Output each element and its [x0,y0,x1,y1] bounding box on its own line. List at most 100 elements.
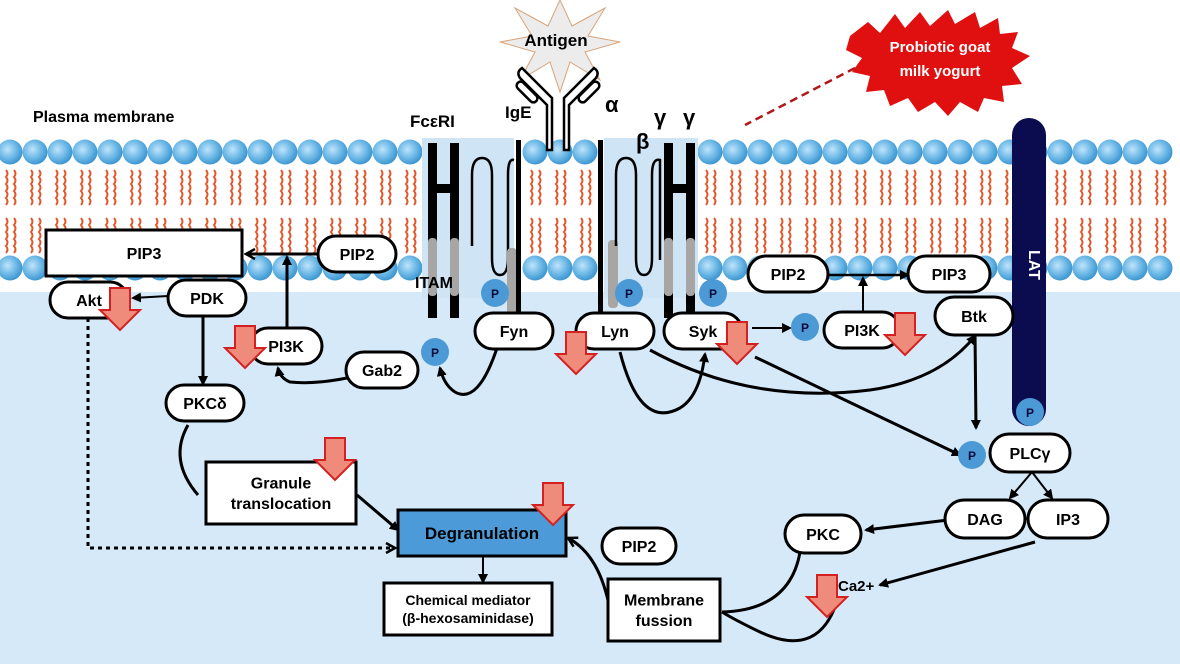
plasma-membrane-label: Plasma membrane [33,109,175,126]
lipid-tail [287,217,292,254]
lipid-tail [987,169,992,206]
lipid-head [247,255,273,281]
lipid-tail [12,169,17,206]
lipid-tail [1087,169,1092,206]
lipid-tail [562,217,567,254]
lipid-tail [1154,169,1159,206]
chemical-mediator-box-label: (β-hexosaminidase) [402,610,533,626]
lipid-head [372,139,398,165]
lipid-tail [862,217,867,254]
lipid-tail [1104,169,1109,206]
pip3-right-node-label: PIP3 [932,267,967,284]
antigen-burst [499,0,621,94]
fceri-alpha-region [422,138,514,298]
lipid-head [947,139,973,165]
lipid-tail [379,169,384,206]
lipid-head [0,255,23,281]
fyn-node-label: Fyn [500,324,528,341]
lipid-tail [987,217,992,254]
lipid-tail [962,217,967,254]
down-arrow-degranulation [530,482,576,527]
gamma-label-2: γ [683,105,696,130]
lipid-tail [912,217,917,254]
lipid-tail [1162,217,1167,254]
phospho-group: P [958,441,986,469]
lipid-tail [1112,169,1117,206]
lipid-head [747,139,773,165]
lipid-tail [404,217,409,254]
beta-chain-loops [614,156,662,277]
lat-label: LAT [1025,250,1042,280]
lipid-head [872,139,898,165]
lipid-tail [212,169,217,206]
pi3k-right-node: PI3K [822,310,902,350]
lipid-tail [229,169,234,206]
lipid-head [572,139,598,165]
lipid-tail [1104,217,1109,254]
pdk-node: PDK [166,278,248,318]
lipid-tail [904,169,909,206]
lipid-head [297,139,323,165]
itam-segment [664,238,673,296]
lipid-tail [829,169,834,206]
edge-ip3-ca2 [878,540,1036,588]
lipid-head [297,255,323,281]
pkc-node: PKC [783,513,863,555]
lipid-head [847,255,873,281]
pip3-left-box: PIP3 [44,228,244,278]
lipid-tail [854,169,859,206]
pip2-right-node-label: PIP2 [771,267,806,284]
lipid-tail [904,217,909,254]
down-arrow-pi3k-right [882,312,928,357]
lipid-tail [1129,217,1134,254]
beta-label: β [636,129,649,154]
lipid-head [272,255,298,281]
treatment-burst [846,10,1030,116]
lipid-tail [812,217,817,254]
lipid-head [22,139,48,165]
pip2-bottom-node: PIP2 [600,526,678,566]
pkcd-node-label: PKCδ [183,396,227,413]
ige-label: IgE [505,103,531,122]
lipid-head [1122,139,1148,165]
lipid-head [47,139,73,165]
down-arrow-syk [714,321,760,366]
lipid-tail [287,169,292,206]
pi3k-left-node: PI3K [248,326,324,366]
treatment-dashed-line [744,66,856,127]
lipid-tail [737,169,742,206]
phospho-group: P [421,338,449,366]
lipid-tail [4,169,9,206]
lipid-tail [529,169,534,206]
lipid-head [172,139,198,165]
lipid-head [22,255,48,281]
edge-granule-degranulation [356,493,400,532]
lipid-tail [554,169,559,206]
lipid-head [872,255,898,281]
chemical-mediator-box-label: Chemical mediator [405,592,531,608]
lipid-tail [979,217,984,254]
lipid-tail [804,169,809,206]
lipid-head [822,139,848,165]
lipid-tail [1054,217,1059,254]
lipid-tail [537,217,542,254]
lipid-head [972,139,998,165]
dag-node: DAG [943,498,1027,540]
edge-pdk-akt [131,292,169,303]
lipid-tail [562,169,567,206]
membrane-fusion-box-label: Membrane [624,592,704,609]
lipid-tail [779,217,784,254]
lipid-tail [962,169,967,206]
granule-translocation-box-label: Granule [251,475,312,492]
lipid-tail [37,217,42,254]
edge-lyn-syk [618,351,710,415]
lipid-head [72,139,98,165]
edge-plcg-dag [1008,471,1033,500]
lipid-tail [29,217,34,254]
lipid-tail [262,217,267,254]
treatment-label-line1: Probiotic goat [890,39,991,56]
gamma-chain-left [428,143,459,318]
down-arrow-akt [97,287,143,332]
itam-segment [686,238,695,296]
